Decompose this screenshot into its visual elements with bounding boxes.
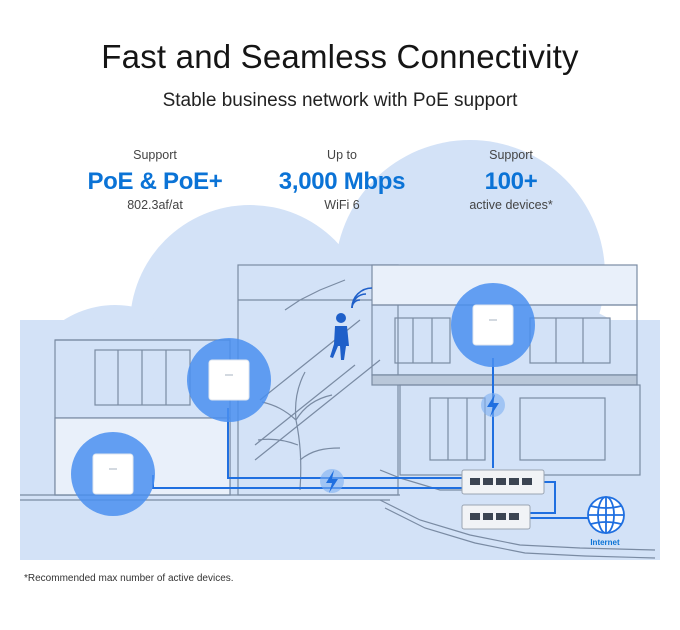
stat-post-label: WiFi 6 (324, 198, 360, 212)
page-subtitle: Stable business network with PoE support (162, 90, 518, 111)
stat-main-value: 100+ (484, 168, 538, 195)
access-point-icon (71, 283, 535, 516)
wifi-signal-icon (351, 287, 373, 309)
stat-speed: Up to 3,000 Mbps WiFi 6 (252, 148, 432, 212)
lightning-icon (320, 393, 505, 493)
stat-pre-label: Up to (327, 148, 357, 162)
internet-label: Internet (590, 538, 620, 547)
stat-pre-label: Support (133, 148, 177, 162)
switch-icon (461, 469, 545, 530)
stat-post-label: active devices* (469, 198, 553, 212)
globe-icon (587, 496, 625, 534)
stat-poe: Support PoE & PoE+ 802.3af/at (65, 148, 245, 212)
person-icon (330, 313, 349, 360)
footnote: *Recommended max number of active device… (24, 573, 234, 584)
stat-devices: Support 100+ active devices* (421, 148, 601, 212)
page-title: Fast and Seamless Connectivity (101, 38, 579, 75)
stat-main-value: 3,000 Mbps (278, 168, 406, 195)
stat-pre-label: Support (489, 148, 533, 162)
stat-post-label: 802.3af/at (127, 198, 183, 212)
stat-main-value: PoE & PoE+ (87, 168, 223, 195)
